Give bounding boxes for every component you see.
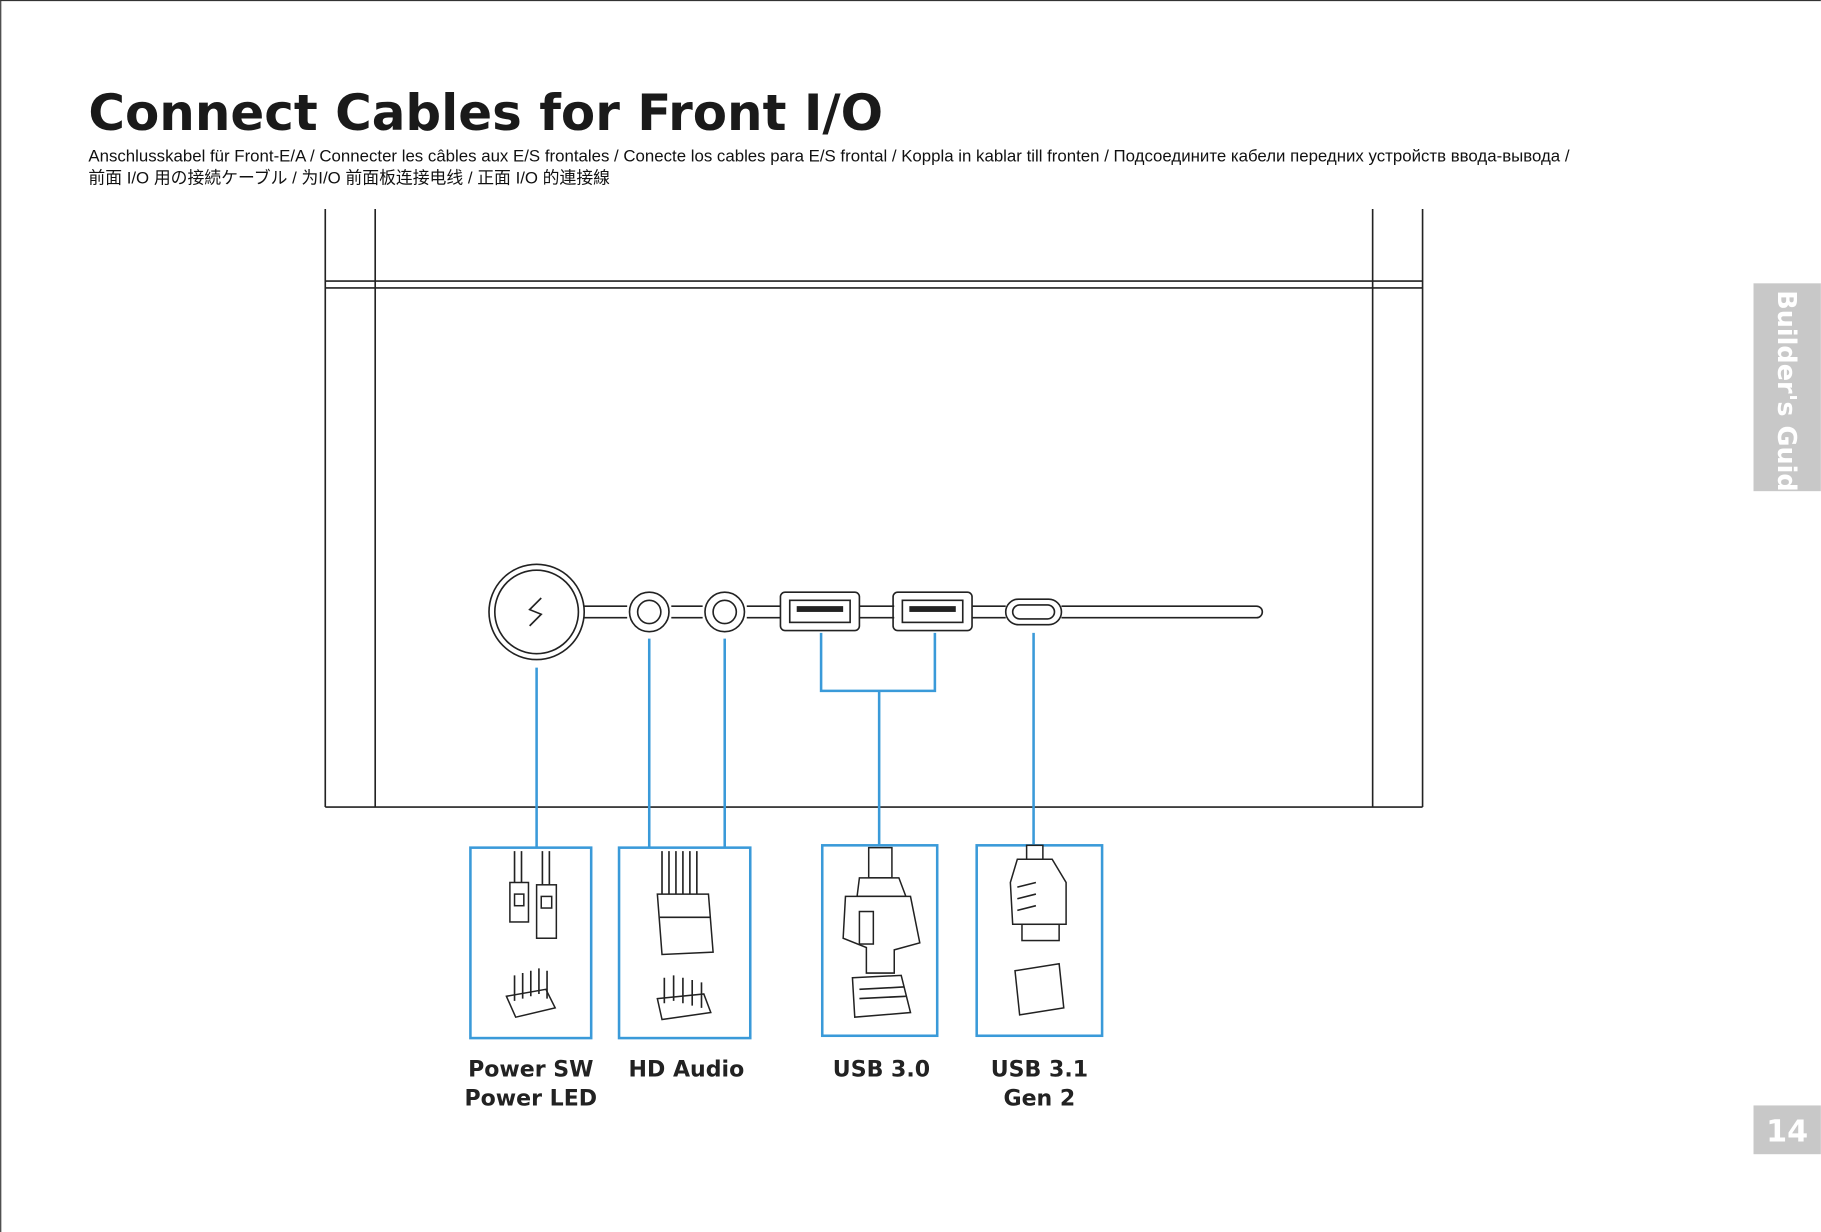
usb-a-port-2 bbox=[892, 591, 973, 632]
connector-power-sw-led: Power SW Power LED bbox=[465, 846, 598, 1111]
usb31-type-e-plug-icon bbox=[1009, 844, 1067, 1016]
side-tab: Builder's Guide bbox=[1753, 283, 1821, 509]
audio-jack-2 bbox=[704, 591, 746, 633]
page-title: Connect Cables for Front I/O bbox=[88, 84, 883, 142]
usb-a-port-1 bbox=[779, 591, 861, 632]
hd-audio-plug-icon bbox=[656, 851, 714, 1021]
power-logo-icon bbox=[528, 597, 543, 627]
usb3-header-plug-icon bbox=[842, 846, 921, 1019]
audio-jack-1 bbox=[628, 591, 670, 633]
subtitle-line-1: Anschlusskabel für Front-E/A / Connecter… bbox=[88, 146, 1569, 165]
connector-label-line2: Gen 2 bbox=[1004, 1086, 1076, 1111]
connector-usb-3-0: USB 3.0 bbox=[820, 844, 939, 1082]
page-number-box: 14 bbox=[1753, 1105, 1821, 1155]
connector-hd-audio: HD Audio bbox=[617, 846, 752, 1082]
connector-label-line1: USB 3.0 bbox=[833, 1057, 930, 1082]
subtitle-line-2: 前面 I/O 用の接続ケーブル / 为I/O 前面板连接电线 / 正面 I/O … bbox=[88, 167, 610, 187]
connector-label-line2: Power LED bbox=[465, 1086, 598, 1111]
connector-label-line1: USB 3.1 bbox=[991, 1057, 1088, 1082]
connector-label-line1: Power SW bbox=[468, 1057, 593, 1082]
power-header-plugs-icon bbox=[505, 851, 558, 1019]
case-front-panel-illustration bbox=[324, 209, 1424, 808]
side-tab-label: Builder's Guide bbox=[1771, 290, 1801, 509]
connector-usb-3-1-gen2: USB 3.1 Gen 2 bbox=[975, 844, 1104, 1111]
usb-c-port bbox=[1004, 598, 1063, 626]
page-number: 14 bbox=[1766, 1114, 1808, 1149]
connector-label-line1: HD Audio bbox=[629, 1057, 745, 1082]
leader-lines bbox=[535, 632, 1035, 848]
power-button bbox=[488, 563, 586, 661]
